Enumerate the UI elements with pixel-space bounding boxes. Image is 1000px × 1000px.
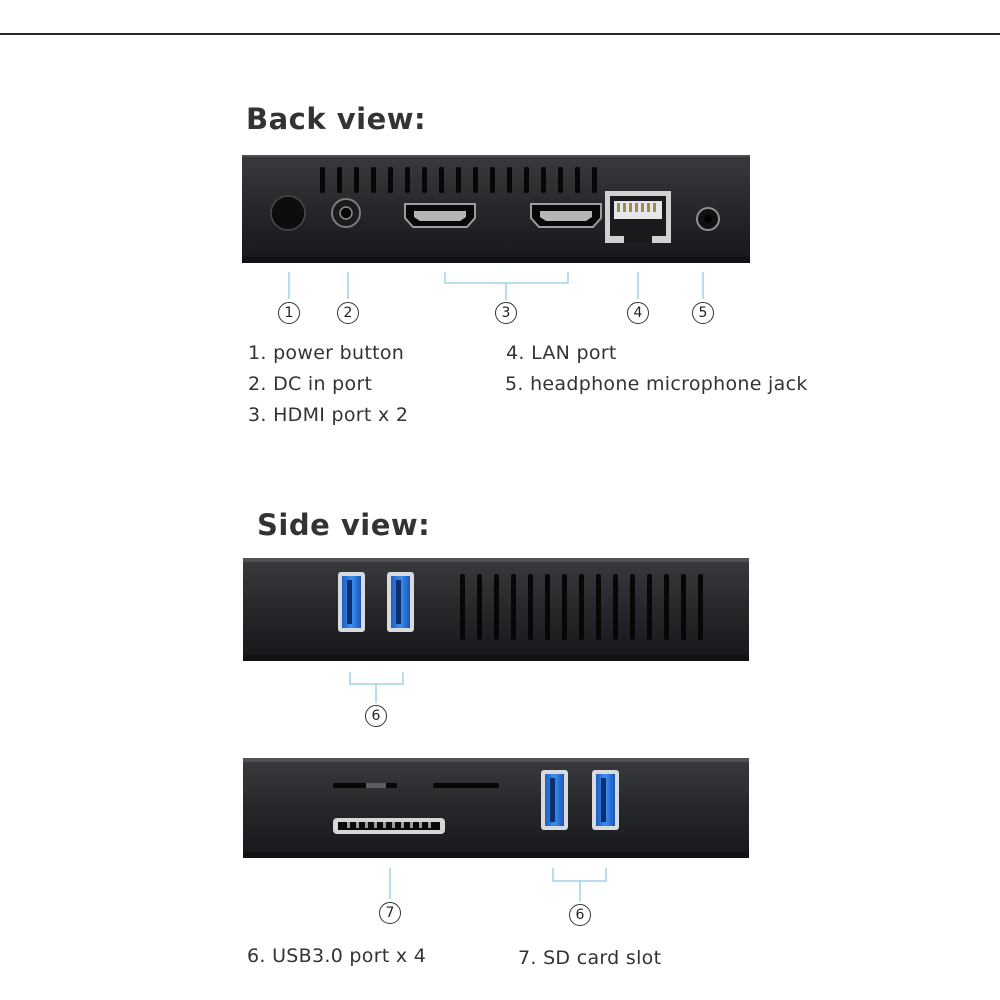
callout-1: 1 bbox=[278, 302, 300, 324]
back-view-heading: Back view: bbox=[246, 102, 427, 136]
legend-power-button: 1. power button bbox=[248, 342, 405, 364]
legend-sd-card-slot: 7. SD card slot bbox=[518, 947, 662, 969]
callout-7: 7 bbox=[379, 902, 401, 924]
callout-6-upper: 6 bbox=[365, 705, 387, 727]
side-view-heading: Side view: bbox=[257, 508, 431, 542]
side-panel-sd-illustration bbox=[243, 758, 749, 858]
callout-6-lower: 6 bbox=[569, 904, 591, 926]
callout-4: 4 bbox=[627, 302, 649, 324]
legend-lan-port: 4. LAN port bbox=[506, 342, 617, 364]
callout-5: 5 bbox=[692, 302, 714, 324]
side-panel-usb-illustration bbox=[243, 558, 749, 661]
legend-headphone-jack: 5. headphone microphone jack bbox=[505, 373, 808, 395]
top-divider bbox=[0, 33, 1000, 35]
legend-usb-port: 6. USB3.0 port x 4 bbox=[247, 945, 427, 967]
back-panel-illustration bbox=[242, 155, 750, 263]
legend-hdmi-port: 3. HDMI port x 2 bbox=[248, 404, 409, 426]
legend-dc-in-port: 2. DC in port bbox=[248, 373, 373, 395]
callout-2: 2 bbox=[337, 302, 359, 324]
callout-3: 3 bbox=[495, 302, 517, 324]
